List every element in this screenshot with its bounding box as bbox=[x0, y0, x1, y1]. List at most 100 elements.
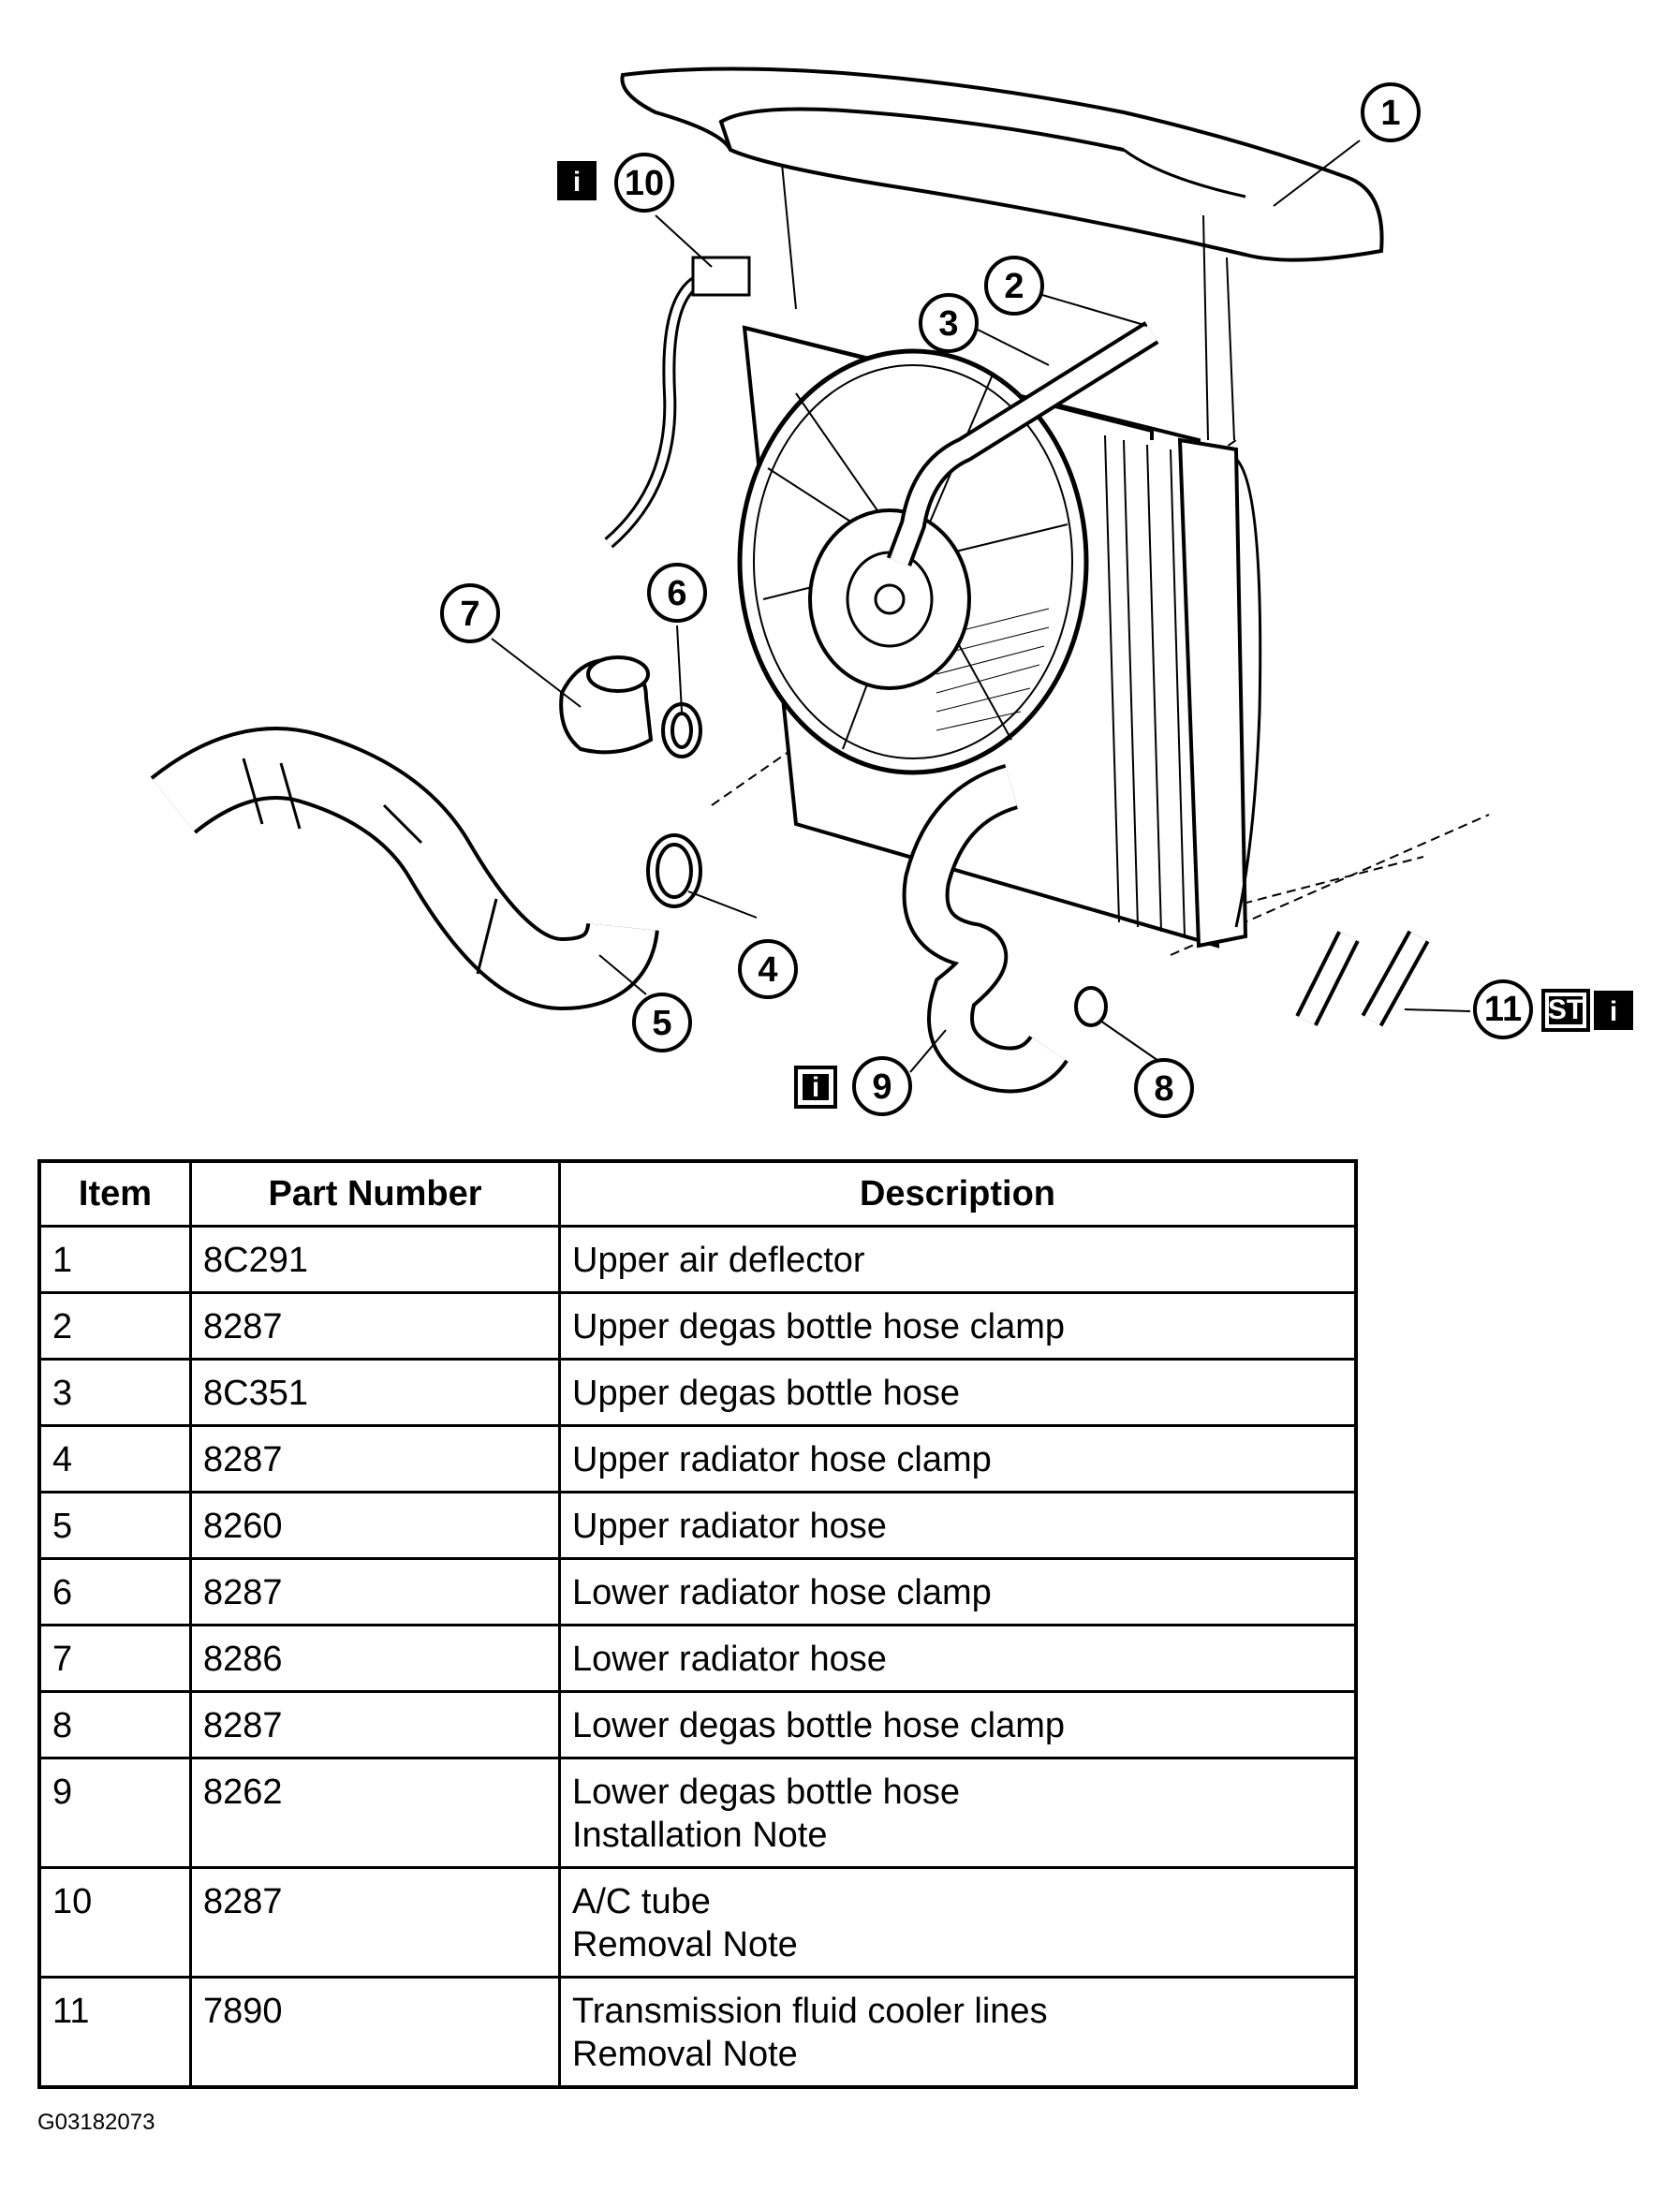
exploded-diagram: 1 2 3 4 5 6 7 8 9 10 11 i bbox=[150, 66, 1633, 1118]
header-item: Item bbox=[37, 1159, 192, 1228]
part-number: 8286 bbox=[189, 1624, 561, 1693]
info-badge-11: i bbox=[1594, 991, 1633, 1030]
part-number: 8287 bbox=[189, 1690, 561, 1759]
table-row: 8 8287 Lower degas bottle hose clamp bbox=[37, 1690, 1358, 1759]
description-line: Upper degas bottle hose bbox=[572, 1374, 961, 1413]
description-note: Removal Note bbox=[572, 2035, 798, 2074]
callout-9: 9 bbox=[852, 1056, 912, 1116]
cooling-fan-drawing bbox=[737, 348, 1089, 775]
parts-table: Item Part Number Description 1 8C291 Upp… bbox=[37, 1159, 1358, 2089]
upper-radiator-hose-drawing bbox=[150, 727, 659, 1011]
part-number: 7890 bbox=[189, 1976, 561, 2089]
svg-text:4: 4 bbox=[758, 950, 777, 990]
table-row: 1 8C291 Upper air deflector bbox=[37, 1225, 1358, 1294]
description-line: A/C tube bbox=[572, 1882, 711, 1921]
svg-text:ST: ST bbox=[1548, 994, 1584, 1025]
description-note: Installation Note bbox=[572, 1816, 828, 1855]
table-row: 6 8287 Lower radiator hose clamp bbox=[37, 1557, 1358, 1626]
header-part-number: Part Number bbox=[189, 1159, 561, 1228]
transmission-cooler-lines-drawing bbox=[1295, 930, 1430, 1027]
item-number: 6 bbox=[37, 1557, 192, 1626]
description: A/C tube Removal Note bbox=[558, 1866, 1358, 1979]
callout-2: 2 bbox=[984, 256, 1044, 316]
svg-text:10: 10 bbox=[625, 164, 664, 203]
item-number: 7 bbox=[37, 1624, 192, 1693]
callout-7: 7 bbox=[440, 583, 500, 643]
description-line: Upper degas bottle hose clamp bbox=[572, 1307, 1065, 1346]
item-number: 3 bbox=[37, 1358, 192, 1427]
part-number: 8287 bbox=[189, 1291, 561, 1361]
description-line: Upper air deflector bbox=[572, 1241, 865, 1280]
callout-11: 11 bbox=[1473, 979, 1533, 1039]
info-badge-10: i bbox=[557, 161, 597, 200]
description-line: Lower radiator hose bbox=[572, 1640, 887, 1679]
part-number: 8287 bbox=[189, 1866, 561, 1979]
callout-6: 6 bbox=[647, 563, 707, 623]
part-number: 8287 bbox=[189, 1557, 561, 1626]
figure-id: G03182073 bbox=[37, 2110, 155, 2135]
lower-radiator-hose-drawing bbox=[559, 655, 654, 755]
svg-text:i: i bbox=[1610, 996, 1617, 1027]
upper-air-deflector-drawing bbox=[620, 66, 1384, 262]
callout-3: 3 bbox=[919, 293, 979, 353]
item-number: 11 bbox=[37, 1976, 192, 2089]
description-line: Upper radiator hose clamp bbox=[572, 1440, 992, 1479]
callout-5: 5 bbox=[632, 993, 692, 1052]
svg-text:7: 7 bbox=[460, 595, 479, 634]
item-number: 10 bbox=[37, 1866, 192, 1979]
ac-tube-drawing bbox=[604, 256, 751, 549]
callout-10: 10 bbox=[614, 153, 674, 213]
info-badge-9: i bbox=[794, 1066, 837, 1109]
svg-text:i: i bbox=[812, 1072, 819, 1103]
description: Upper degas bottle hose bbox=[558, 1358, 1358, 1427]
item-number: 1 bbox=[37, 1225, 192, 1294]
table-row: 2 8287 Upper degas bottle hose clamp bbox=[37, 1291, 1358, 1361]
upper-degas-hose-drawing bbox=[886, 321, 1159, 566]
callout-1: 1 bbox=[1361, 82, 1421, 142]
item-number: 5 bbox=[37, 1491, 192, 1560]
callout-8: 8 bbox=[1134, 1058, 1194, 1118]
item-number: 4 bbox=[37, 1424, 192, 1493]
description-line: Lower degas bottle hose clamp bbox=[572, 1706, 1065, 1745]
lower-degas-hose-drawing bbox=[902, 763, 1068, 1094]
table-row: 7 8286 Lower radiator hose bbox=[37, 1624, 1358, 1693]
description: Lower radiator hose bbox=[558, 1624, 1358, 1693]
description-note: Removal Note bbox=[572, 1925, 798, 1964]
svg-text:2: 2 bbox=[1004, 267, 1024, 306]
table-row: 11 7890 Transmission fluid cooler lines … bbox=[37, 1976, 1358, 2089]
description-line: Transmission fluid cooler lines bbox=[572, 1992, 1048, 2031]
svg-text:9: 9 bbox=[872, 1067, 892, 1107]
description-line: Lower degas bottle hose bbox=[572, 1773, 961, 1812]
table-row: 4 8287 Upper radiator hose clamp bbox=[37, 1424, 1358, 1493]
special-tool-badge-11: ST bbox=[1541, 989, 1590, 1032]
description: Upper air deflector bbox=[558, 1225, 1358, 1294]
item-number: 8 bbox=[37, 1690, 192, 1759]
part-number: 8260 bbox=[189, 1491, 561, 1560]
svg-text:1: 1 bbox=[1380, 94, 1400, 133]
description-line: Lower radiator hose clamp bbox=[572, 1573, 992, 1612]
callout-leader-lines bbox=[491, 140, 1471, 1073]
description: Upper degas bottle hose clamp bbox=[558, 1291, 1358, 1361]
svg-text:i: i bbox=[573, 167, 581, 198]
description: Lower degas bottle hose Installation Not… bbox=[558, 1757, 1358, 1869]
header-description: Description bbox=[558, 1159, 1358, 1228]
upper-radiator-hose-clamp-drawing bbox=[646, 833, 702, 908]
lower-degas-hose-clamp-drawing bbox=[1074, 986, 1108, 1027]
description: Upper radiator hose bbox=[558, 1491, 1358, 1560]
svg-text:5: 5 bbox=[652, 1004, 671, 1043]
parts-table-header-row: Item Part Number Description bbox=[37, 1159, 1358, 1228]
part-number: 8C291 bbox=[189, 1225, 561, 1294]
description: Lower radiator hose clamp bbox=[558, 1557, 1358, 1626]
svg-text:8: 8 bbox=[1154, 1069, 1173, 1109]
table-row: 10 8287 A/C tube Removal Note bbox=[37, 1866, 1358, 1979]
table-row: 5 8260 Upper radiator hose bbox=[37, 1491, 1358, 1560]
description: Lower degas bottle hose clamp bbox=[558, 1690, 1358, 1759]
item-number: 9 bbox=[37, 1757, 192, 1869]
callout-4: 4 bbox=[738, 939, 798, 999]
svg-text:3: 3 bbox=[938, 304, 958, 344]
part-number: 8262 bbox=[189, 1757, 561, 1869]
description-line: Upper radiator hose bbox=[572, 1507, 887, 1546]
description: Transmission fluid cooler lines Removal … bbox=[558, 1976, 1358, 2089]
table-row: 9 8262 Lower degas bottle hose Installat… bbox=[37, 1757, 1358, 1869]
table-row: 3 8C351 Upper degas bottle hose bbox=[37, 1358, 1358, 1427]
